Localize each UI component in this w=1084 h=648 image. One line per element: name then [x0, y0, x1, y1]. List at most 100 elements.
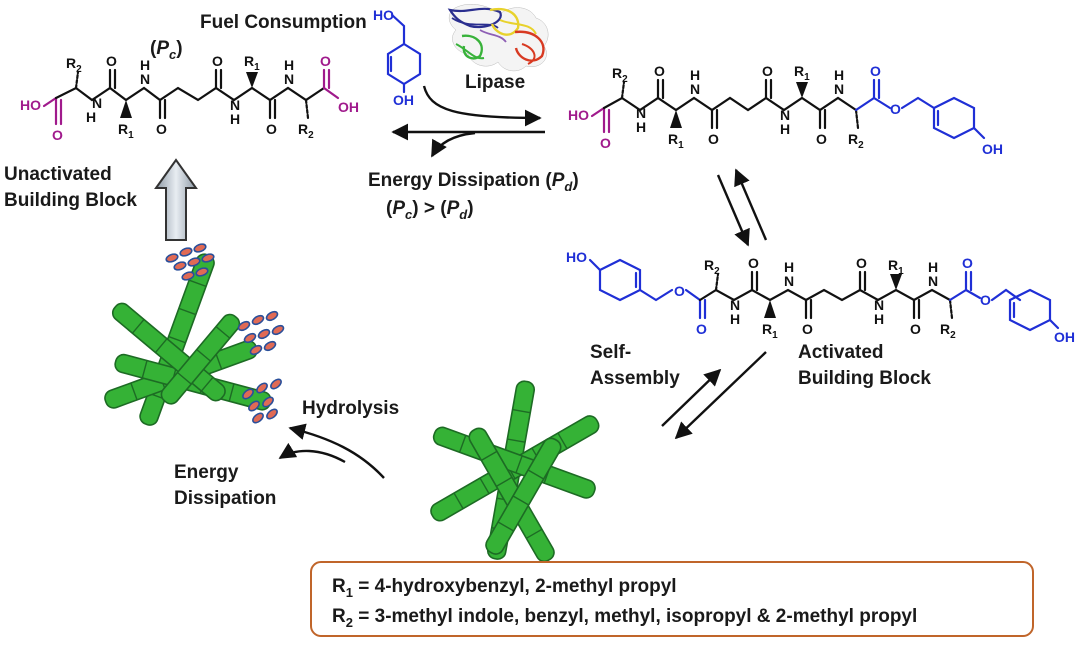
ua-oh: OH [338, 99, 359, 115]
ab-n-4: N [928, 273, 938, 289]
ua-n-2: N [140, 71, 150, 87]
hydrolysis-arrows [278, 423, 385, 479]
me-r2-left: R2 [612, 65, 628, 85]
ua-nh-1: H [86, 109, 96, 125]
ab-h-1: H [730, 311, 740, 327]
ab-r2-left: R2 [704, 257, 720, 277]
forward-arrow [422, 85, 542, 127]
ab-o-ester-left: O [674, 283, 685, 299]
ua-o-acid-left: O [52, 127, 63, 143]
me-h-2: H [690, 67, 700, 83]
fuel-ch2-bond [390, 13, 406, 46]
equilibrium-arrows-assembly [661, 351, 767, 440]
ab-n-1: N [730, 297, 740, 313]
ab-o-1: O [748, 255, 759, 271]
ab-h-2: H [784, 259, 794, 275]
ineq-right-symbol: P [447, 198, 460, 219]
fiber-bundle-left [104, 253, 272, 426]
ab-h-3: H [874, 311, 884, 327]
ed-symbol: P [552, 170, 565, 191]
unactivated-label-line2: Building Block [4, 190, 137, 211]
fuel-word: Fuel Consumption [200, 12, 367, 33]
ed-word: Energy Dissipation [368, 170, 540, 191]
ab-o-2: O [802, 321, 813, 337]
equilibrium-arrows-top [391, 85, 545, 158]
ua-n-3: N [230, 97, 240, 113]
me-n-1: N [636, 105, 646, 121]
activated-label-line1: Activated [798, 342, 884, 363]
ua-o-4: O [266, 121, 277, 137]
ab-n-3: N [874, 297, 884, 313]
fuel-oh-bottom: OH [393, 92, 414, 108]
self-assembly-label-line2: Assembly [590, 368, 680, 389]
ua-n-4: N [284, 71, 294, 87]
unactivated-label-line1: Unactivated [4, 164, 112, 185]
energy-dissipation-bottom-line1: Energy [174, 462, 239, 483]
fuel-symbol: P [156, 38, 169, 59]
ab-h-4: H [928, 259, 938, 275]
ab-o-ester-right: O [980, 292, 991, 308]
ineq-right-sub: d [459, 207, 468, 222]
me-o-1: O [654, 63, 665, 79]
ab-r2-right: R2 [940, 321, 956, 341]
legend-r2: R2 = 3-methyl indole, benzyl, methyl, is… [332, 606, 917, 630]
self-assembly-label-line1: Self- [590, 342, 631, 363]
lipase-label: Lipase [465, 72, 525, 93]
me-o-acid: O [600, 135, 611, 151]
me-o-2: O [708, 131, 719, 147]
ab-n-2: N [784, 273, 794, 289]
energy-dissipation-bottom-line2: Dissipation [174, 488, 276, 509]
me-n-3: N [780, 107, 790, 123]
me-h-4: H [834, 67, 844, 83]
ua-ho: HO [20, 97, 41, 113]
ua-r2-right: R2 [298, 121, 314, 141]
equilibrium-arrows-right [716, 168, 768, 247]
fuel-molecule: HO OH [373, 7, 422, 108]
me-o-4: O [816, 131, 827, 147]
ab-oh: OH [1054, 329, 1075, 345]
me-o-3: O [762, 63, 773, 79]
me-ho: HO [568, 107, 589, 123]
ineq-left-sub: c [405, 207, 413, 222]
ed-sub: d [564, 179, 573, 194]
fuel-label-line2: (Pc) [150, 38, 183, 62]
lipase-protein-icon [447, 4, 549, 72]
ineq-left-symbol: P [392, 198, 405, 219]
energy-dissipation-top-label: Energy Dissipation (Pd) [368, 170, 579, 194]
ab-o-ester-carbonyl-left: O [696, 321, 707, 337]
fuel-label-line1: Fuel Consumption [200, 12, 367, 33]
hydrolysis-label: Hydrolysis [302, 398, 399, 419]
fuel-sub: c [169, 47, 177, 62]
ua-h-4: H [284, 57, 294, 73]
me-r1-left: R1 [668, 131, 684, 151]
fuel-ho-top: HO [373, 7, 394, 23]
ua-o-1: O [106, 53, 117, 69]
me-r1-right: R1 [794, 63, 810, 83]
ua-r1-right: R1 [244, 53, 260, 73]
big-up-arrow [154, 158, 198, 241]
monoester-molecule: HO O R2 N H O R1 N H O O N H R1 O N H R2 [568, 63, 1003, 157]
ua-n-1: N [92, 95, 102, 111]
ab-r1-left: R1 [762, 321, 778, 341]
ua-o-acid-right: O [320, 53, 331, 69]
me-oh: OH [982, 141, 1003, 157]
legend-box: R1 = 4-hydroxybenzyl, 2-methyl propyl R2… [310, 561, 1034, 637]
ua-o-2: O [156, 121, 167, 137]
me-h-1: H [636, 119, 646, 135]
ab-o-3: O [856, 255, 867, 271]
ua-r2-left: R2 [66, 55, 82, 75]
ua-o-3: O [212, 53, 223, 69]
ab-o-ester-carbonyl-right: O [962, 255, 973, 271]
ua-h-3: H [230, 111, 240, 127]
legend-r1: R1 = 4-hydroxybenzyl, 2-methyl propyl [332, 576, 677, 600]
fiber-bundle-center [430, 380, 600, 563]
fuel-ring [386, 42, 422, 86]
released-particles [165, 243, 285, 424]
dissipation-branch-arrow [430, 131, 476, 158]
ab-ho: HO [566, 249, 587, 265]
unactivated-molecule: HO O R2 H N O R1 N H O O N H R1 O N H R2 [20, 53, 359, 143]
inequality-label: (Pc) > (Pd) [386, 198, 474, 222]
ineq-op: > [424, 198, 435, 219]
